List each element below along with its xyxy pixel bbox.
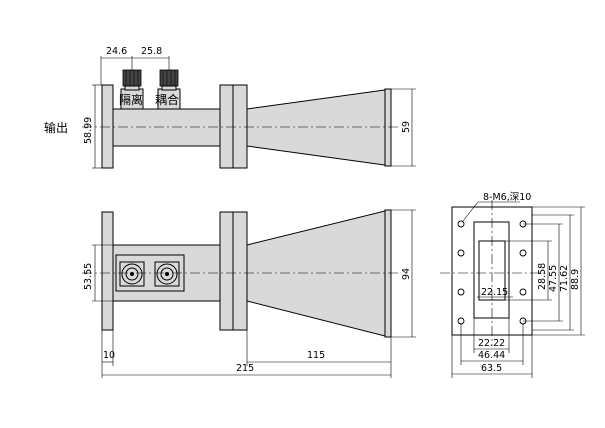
dim-flange-height: 58.99 [83, 117, 94, 144]
side-coupler-body [112, 108, 221, 147]
end-hole [457, 317, 465, 325]
dim-flange-height-top: 53.55 [83, 263, 94, 290]
plan-connector-coupling [154, 261, 180, 287]
dim-flange-outer-v: 88.9 [570, 269, 581, 290]
dim-hole-pitch-v: 47.55 [548, 265, 559, 292]
dim-conn-pitch-1: 24.6 [106, 46, 127, 57]
dim-inner-height: 28.58 [537, 263, 548, 290]
dim-inner-width: 22.15 [481, 287, 508, 298]
dim-overall-length: 215 [236, 363, 254, 374]
side-mid-flange-b [232, 84, 248, 169]
dim-horn-aperture-side: 59 [401, 121, 412, 133]
plan-left-flange [101, 211, 114, 331]
side-view: 24.6 25.8 隔离 耦合 输出 58.99 59 [44, 46, 416, 169]
label-coupling: 耦合 [155, 92, 179, 107]
end-hole [519, 249, 527, 257]
dim-horn-length: 115 [307, 350, 325, 361]
side-mid-flange-a [219, 84, 234, 169]
label-output: 输出 [44, 120, 68, 135]
side-connector-isolation [120, 69, 144, 110]
end-hole [457, 220, 465, 228]
plan-view: 53.55 94 10 115 215 [82, 209, 416, 378]
side-connector-coupling [157, 69, 181, 110]
end-aperture [473, 221, 510, 319]
plan-horn [246, 210, 386, 337]
plan-mid-flange-a [219, 211, 234, 331]
label-isolation: 隔离 [119, 92, 143, 107]
dim-hole-spec: 8-M6,深10 [483, 192, 531, 203]
dim-flange-thickness: 10 [103, 350, 115, 361]
end-hole [457, 288, 465, 296]
dim-hole-pitch-v2: 71.62 [559, 265, 570, 292]
dim-conn-pitch-2: 25.8 [141, 46, 162, 57]
dim-aperture-width: 22.22 [478, 338, 505, 349]
side-horn-lip [384, 88, 392, 167]
side-left-flange [101, 84, 114, 169]
plan-mid-flange-b [232, 211, 248, 331]
end-hole [519, 288, 527, 296]
dim-horn-aperture-top: 94 [401, 268, 412, 280]
dim-flange-outer-h: 63.5 [481, 363, 502, 374]
end-view: 8-M6,深10 22.15 28.58 47.55 71.62 88.9 22… [440, 192, 585, 378]
end-hole [457, 249, 465, 257]
side-horn [246, 89, 386, 166]
dim-hole-pitch-h: 46.44 [478, 350, 505, 361]
plan-horn-lip [384, 209, 392, 338]
